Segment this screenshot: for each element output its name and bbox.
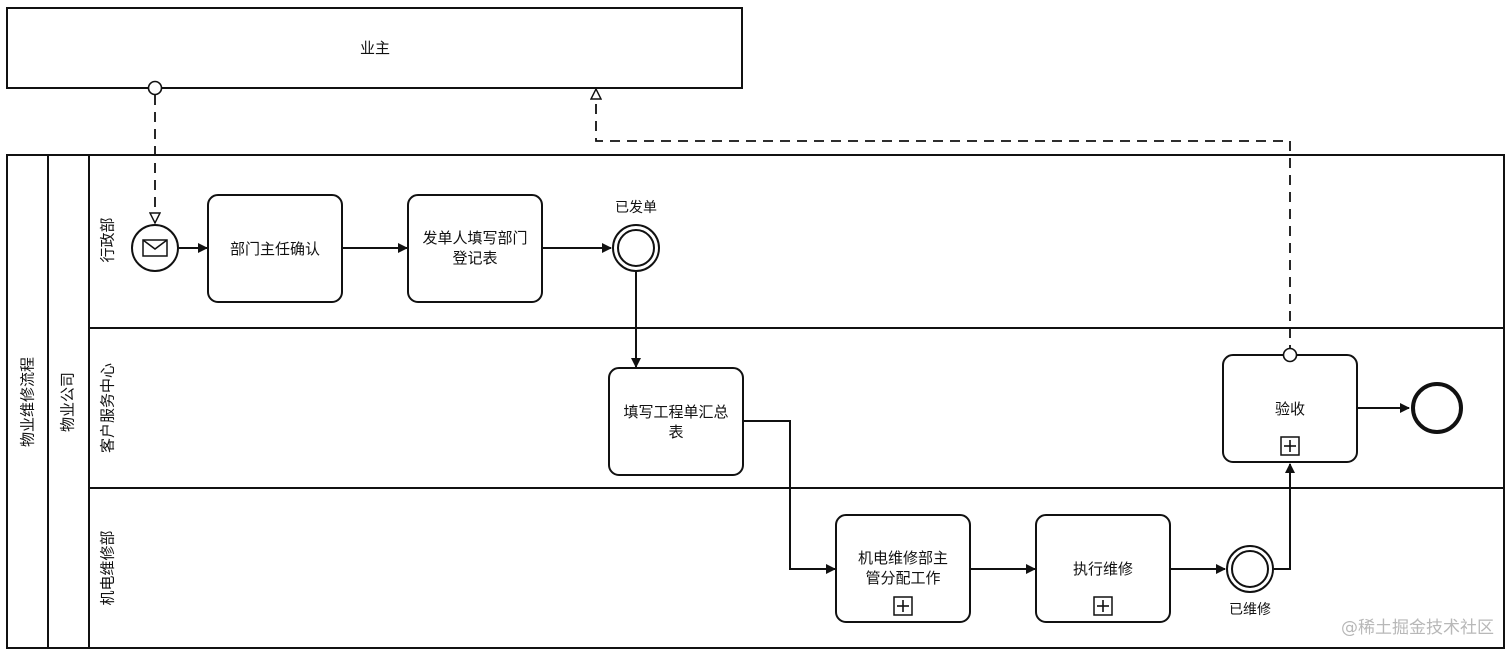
task-summary-line-1: 填写工程单汇总 <box>623 403 728 421</box>
task-assign-line-2: 管分配工作 <box>865 569 940 587</box>
task-execute-repair[interactable]: 执行维修 <box>1035 514 1171 623</box>
intermediate-event-issued[interactable]: 已发单 <box>612 200 660 272</box>
issued-label: 已发单 <box>615 200 657 216</box>
task-acceptance[interactable]: 验收 <box>1222 354 1358 463</box>
message-flow-owner-to-start[interactable] <box>147 80 163 224</box>
message-flow-accept-to-owner[interactable] <box>596 89 1291 355</box>
message-flow-source-marker <box>1282 347 1298 363</box>
subprocess-plus-icon[interactable] <box>1093 596 1113 616</box>
intermediate-event-repaired[interactable]: 已维修 <box>1226 545 1274 618</box>
end-event[interactable] <box>1411 382 1463 434</box>
task-summary-line-2: 表 <box>668 423 683 441</box>
task-execute-line-1: 执行维修 <box>1073 560 1133 578</box>
task-fill-form[interactable]: 发单人填写部门 登记表 <box>407 194 543 303</box>
flow-repaired-to-accept <box>1274 463 1295 570</box>
task-assign-line-1: 机电维修部主 <box>858 549 948 567</box>
task-assign-work[interactable]: 机电维修部主 管分配工作 <box>835 514 971 623</box>
pool-owner[interactable]: 业主 <box>6 7 743 89</box>
envelope-icon <box>142 239 168 257</box>
pool-owner-label: 业主 <box>360 39 390 57</box>
watermark-text: @稀土掘金技术社区 <box>1341 618 1494 638</box>
lane-maintenance-label: 机电维修部 <box>99 530 117 605</box>
task-confirm[interactable]: 部门主任确认 <box>207 194 343 303</box>
lane-admin-label: 行政部 <box>99 217 117 262</box>
task-summary-table[interactable]: 填写工程单汇总 表 <box>608 367 744 476</box>
pool-label: 物业维修流程 <box>19 357 37 447</box>
task-acceptance-line-1: 验收 <box>1275 400 1305 418</box>
task-fill-form-line-2: 登记表 <box>452 249 497 267</box>
flow-summary-to-assign <box>743 420 836 574</box>
task-confirm-line-1: 部门主任确认 <box>230 240 320 258</box>
subprocess-plus-icon[interactable] <box>1280 436 1300 456</box>
lane-customer-service-label: 客户服务中心 <box>99 363 117 453</box>
subprocess-plus-icon[interactable] <box>893 596 913 616</box>
sequence-flows <box>179 243 1410 574</box>
pool-sub-label: 物业公司 <box>59 372 77 432</box>
start-message-event[interactable] <box>131 224 179 272</box>
repaired-label: 已维修 <box>1229 602 1271 618</box>
task-fill-form-line-1: 发单人填写部门 <box>422 229 527 247</box>
